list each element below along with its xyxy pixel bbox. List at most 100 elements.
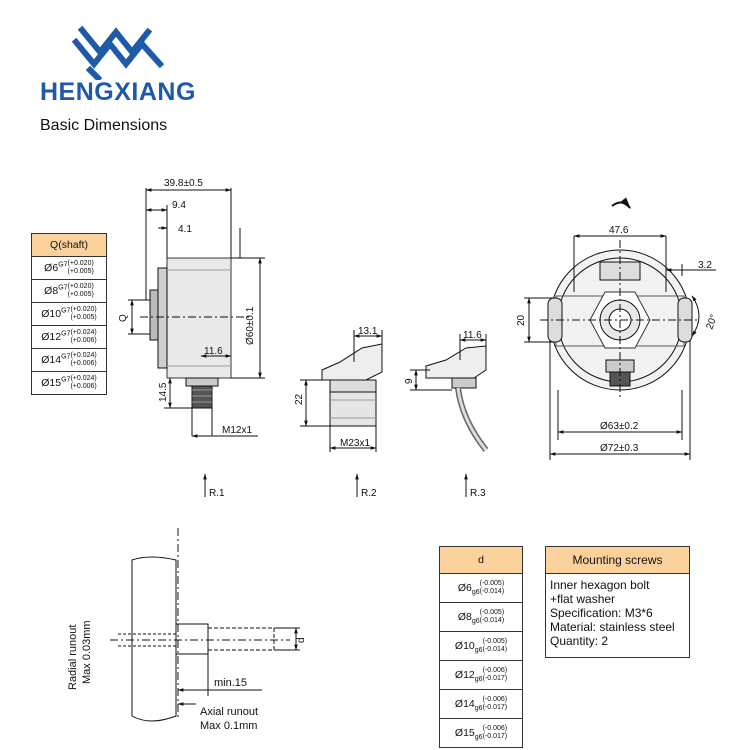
tolerance-lower: (-0.014) [482, 646, 508, 653]
diameter-value: Ø6 [44, 261, 59, 274]
mounting-screws-header: Mounting screws [546, 547, 689, 574]
tolerance: (+0.020)(+0.005) [70, 306, 96, 322]
axial-runout-label: Axial runout [200, 706, 258, 718]
dim-9: 9 [404, 378, 415, 384]
table-row: Ø6g6(-0.005)(-0.014) [439, 573, 523, 603]
view-label-r2: R.2 [361, 488, 377, 499]
runout-diagram [110, 556, 290, 722]
fit-grade: G7 [61, 330, 71, 338]
diameter-value: Ø10 [454, 639, 475, 652]
d-table-header: d [439, 546, 523, 574]
radial-runout-label: Radial runout [67, 625, 79, 690]
tolerance: (-0.005)(-0.014) [483, 638, 508, 654]
tolerance-lower: (+0.005) [70, 314, 97, 321]
fit-grade: g6 [474, 733, 483, 741]
tolerance-upper: (+0.020) [70, 306, 97, 313]
table-row: Ø15G7(+0.024)(+0.006) [31, 371, 107, 395]
tolerance: (+0.020)(+0.005) [68, 260, 94, 276]
fit-grade: G7 [61, 376, 71, 384]
fit-grade: g6 [474, 675, 483, 683]
dim-14-5: 14.5 [158, 382, 169, 402]
tolerance-upper: (-0.005) [479, 580, 505, 587]
table-row: Ø10g6(-0.005)(-0.014) [439, 631, 523, 661]
fit-grade: g6 [471, 617, 480, 625]
tolerance-upper: (+0.020) [67, 283, 94, 290]
tolerance-lower: (-0.014) [479, 617, 505, 624]
hengxiang-logo-icon [71, 25, 165, 80]
diameter-value: Ø12 [41, 330, 62, 343]
diameter-value: Ø8 [44, 284, 59, 297]
diameter-value: Ø6 [457, 581, 472, 594]
tolerance-upper: (-0.005) [479, 609, 505, 616]
tolerance-upper: (-0.006) [482, 696, 508, 703]
dim-dia-60: Ø60±0.1 [245, 306, 256, 345]
tolerance-upper: (-0.006) [482, 725, 508, 732]
tolerance-upper: (-0.006) [482, 667, 508, 674]
dim-dia-72: Ø72±0.3 [600, 443, 639, 454]
mounting-line: Inner hexagon bolt [550, 578, 650, 592]
dim-9-4: 9.4 [172, 200, 186, 211]
tolerance-lower: (+0.006) [70, 383, 97, 390]
tolerance: (+0.024)(+0.006) [70, 329, 96, 345]
diameter-value: Ø15 [454, 726, 475, 739]
connector-r2 [321, 343, 383, 427]
table-row: Ø12G7(+0.024)(+0.006) [31, 325, 107, 349]
diameter-value: Ø14 [454, 697, 475, 710]
table-row: Ø14G7(+0.024)(+0.006) [31, 348, 107, 372]
tolerance-lower: (+0.006) [70, 337, 97, 344]
tolerance: (+0.020)(+0.005) [68, 283, 94, 299]
dim-47-6: 47.6 [609, 225, 629, 236]
diameter-value: Ø8 [457, 610, 472, 623]
tolerance: (-0.006)(-0.017) [483, 667, 508, 683]
table-row: Ø12g6(-0.006)(-0.017) [439, 660, 523, 690]
tolerance-lower: (-0.017) [482, 733, 508, 740]
dim-22: 22 [294, 393, 305, 405]
tolerance-upper: (+0.024) [70, 352, 97, 359]
tolerance-lower: (-0.017) [482, 675, 508, 682]
encoder-front-view [540, 240, 700, 400]
encoder-side-view [140, 257, 250, 409]
view-label-r1: R.1 [209, 488, 225, 499]
tolerance-lower: (-0.017) [482, 704, 508, 711]
tolerance: (+0.024)(+0.006) [70, 352, 96, 368]
connector-r3 [425, 345, 489, 452]
page-title: Basic Dimensions [40, 117, 168, 134]
dim-total-length: 39.8±0.5 [164, 178, 203, 189]
tolerance-lower: (+0.005) [67, 291, 94, 298]
fit-grade: g6 [474, 646, 483, 654]
dim-m12: M12x1 [222, 425, 252, 436]
dim-dia-63: Ø63±0.2 [600, 421, 639, 432]
tolerance-upper: (-0.005) [482, 638, 508, 645]
dim-20-deg: 20° [704, 313, 720, 331]
q-shaft-table: Q(shaft) Ø6G7(+0.020)(+0.005)Ø8G7(+0.020… [31, 233, 107, 395]
tolerance-upper: (+0.024) [70, 375, 97, 382]
dim-m23: M23x1 [340, 438, 370, 449]
table-row: Ø15g6(-0.006)(-0.017) [439, 718, 523, 748]
dim-11-6-r3: 11.6 [463, 330, 482, 341]
mounting-line: Specification: M3*6 [550, 606, 653, 620]
fit-grade: G7 [61, 353, 71, 361]
tolerance-upper: (+0.024) [70, 329, 97, 336]
table-row: Ø6G7(+0.020)(+0.005) [31, 256, 107, 280]
mounting-line: Material: stainless steel [550, 620, 675, 634]
diameter-value: Ø14 [41, 353, 62, 366]
rotation-arrow-icon [611, 197, 631, 209]
mounting-screws-box: Mounting screws Inner hexagon bolt +flat… [545, 546, 690, 658]
dim-20: 20 [516, 314, 527, 326]
fit-grade: g6 [471, 588, 480, 596]
tolerance: (+0.024)(+0.006) [70, 375, 96, 391]
diameter-value: Ø10 [41, 307, 62, 320]
tolerance-lower: (+0.005) [67, 268, 94, 275]
label-q: Q [118, 314, 129, 322]
d-table: d Ø6g6(-0.005)(-0.014)Ø8g6(-0.005)(-0.01… [439, 546, 523, 748]
diameter-value: Ø12 [454, 668, 475, 681]
tolerance: (-0.005)(-0.014) [480, 580, 505, 596]
fit-grade: g6 [474, 704, 483, 712]
fit-grade: G7 [58, 261, 68, 269]
dim-3-2: 3.2 [698, 260, 712, 271]
brand-name: HENGXIANG [40, 78, 196, 106]
tolerance: (-0.005)(-0.014) [480, 609, 505, 625]
fit-grade: G7 [61, 307, 71, 315]
label-min-15: min.15 [214, 677, 247, 689]
